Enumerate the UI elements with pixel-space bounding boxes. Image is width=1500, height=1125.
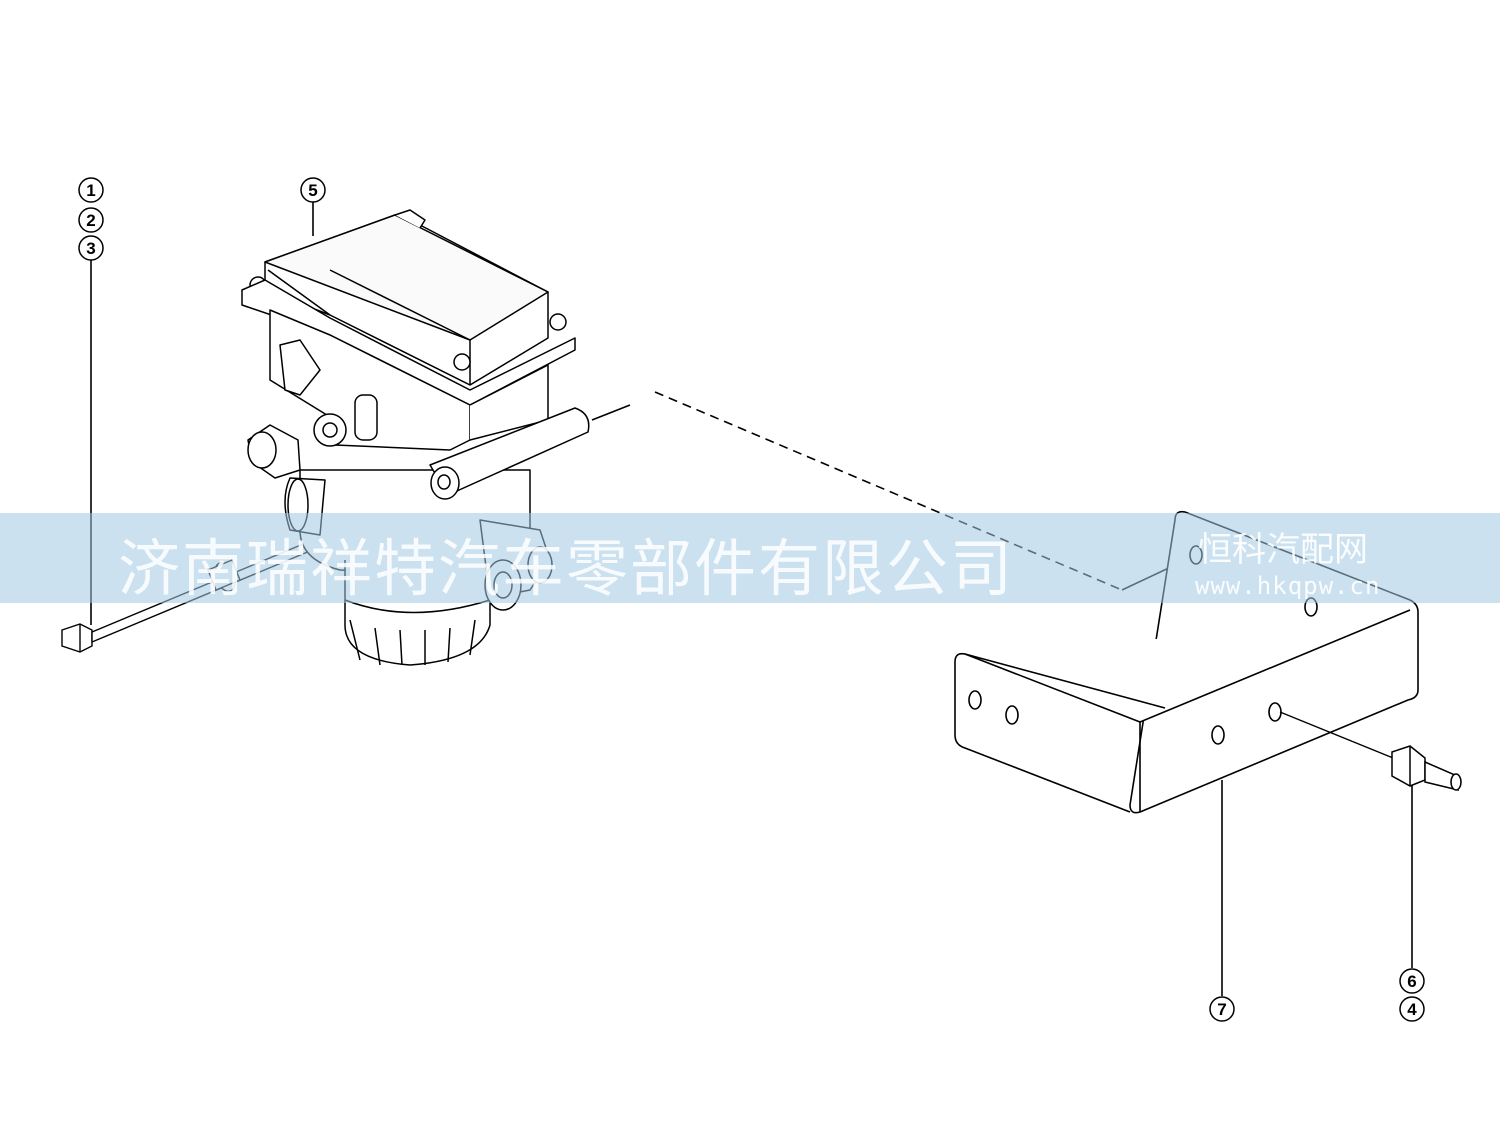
leader-short-bolt xyxy=(1279,711,1399,761)
watermark-band xyxy=(0,513,1500,603)
callout-group-5: 5 xyxy=(300,177,326,236)
callout-4: 4 xyxy=(1407,1000,1417,1019)
valve-assembly xyxy=(241,209,590,666)
callout-5: 5 xyxy=(308,181,317,200)
callout-3: 3 xyxy=(86,239,95,258)
callout-2: 2 xyxy=(86,211,95,230)
watermark-site-name: 恒科汽配网 xyxy=(1198,530,1368,570)
bolt-short xyxy=(1391,745,1462,792)
watermark-url: www.hkqpw.cn xyxy=(1195,572,1381,600)
watermark-company: 济南瑞祥特汽车零部件有限公司 xyxy=(118,532,1015,605)
callout-group-7: 7 xyxy=(1209,780,1235,1022)
callout-1: 1 xyxy=(86,181,95,200)
callout-7: 7 xyxy=(1217,1000,1226,1019)
callout-6: 6 xyxy=(1407,972,1416,991)
callout-group-6-4: 6 4 xyxy=(1399,785,1425,1022)
